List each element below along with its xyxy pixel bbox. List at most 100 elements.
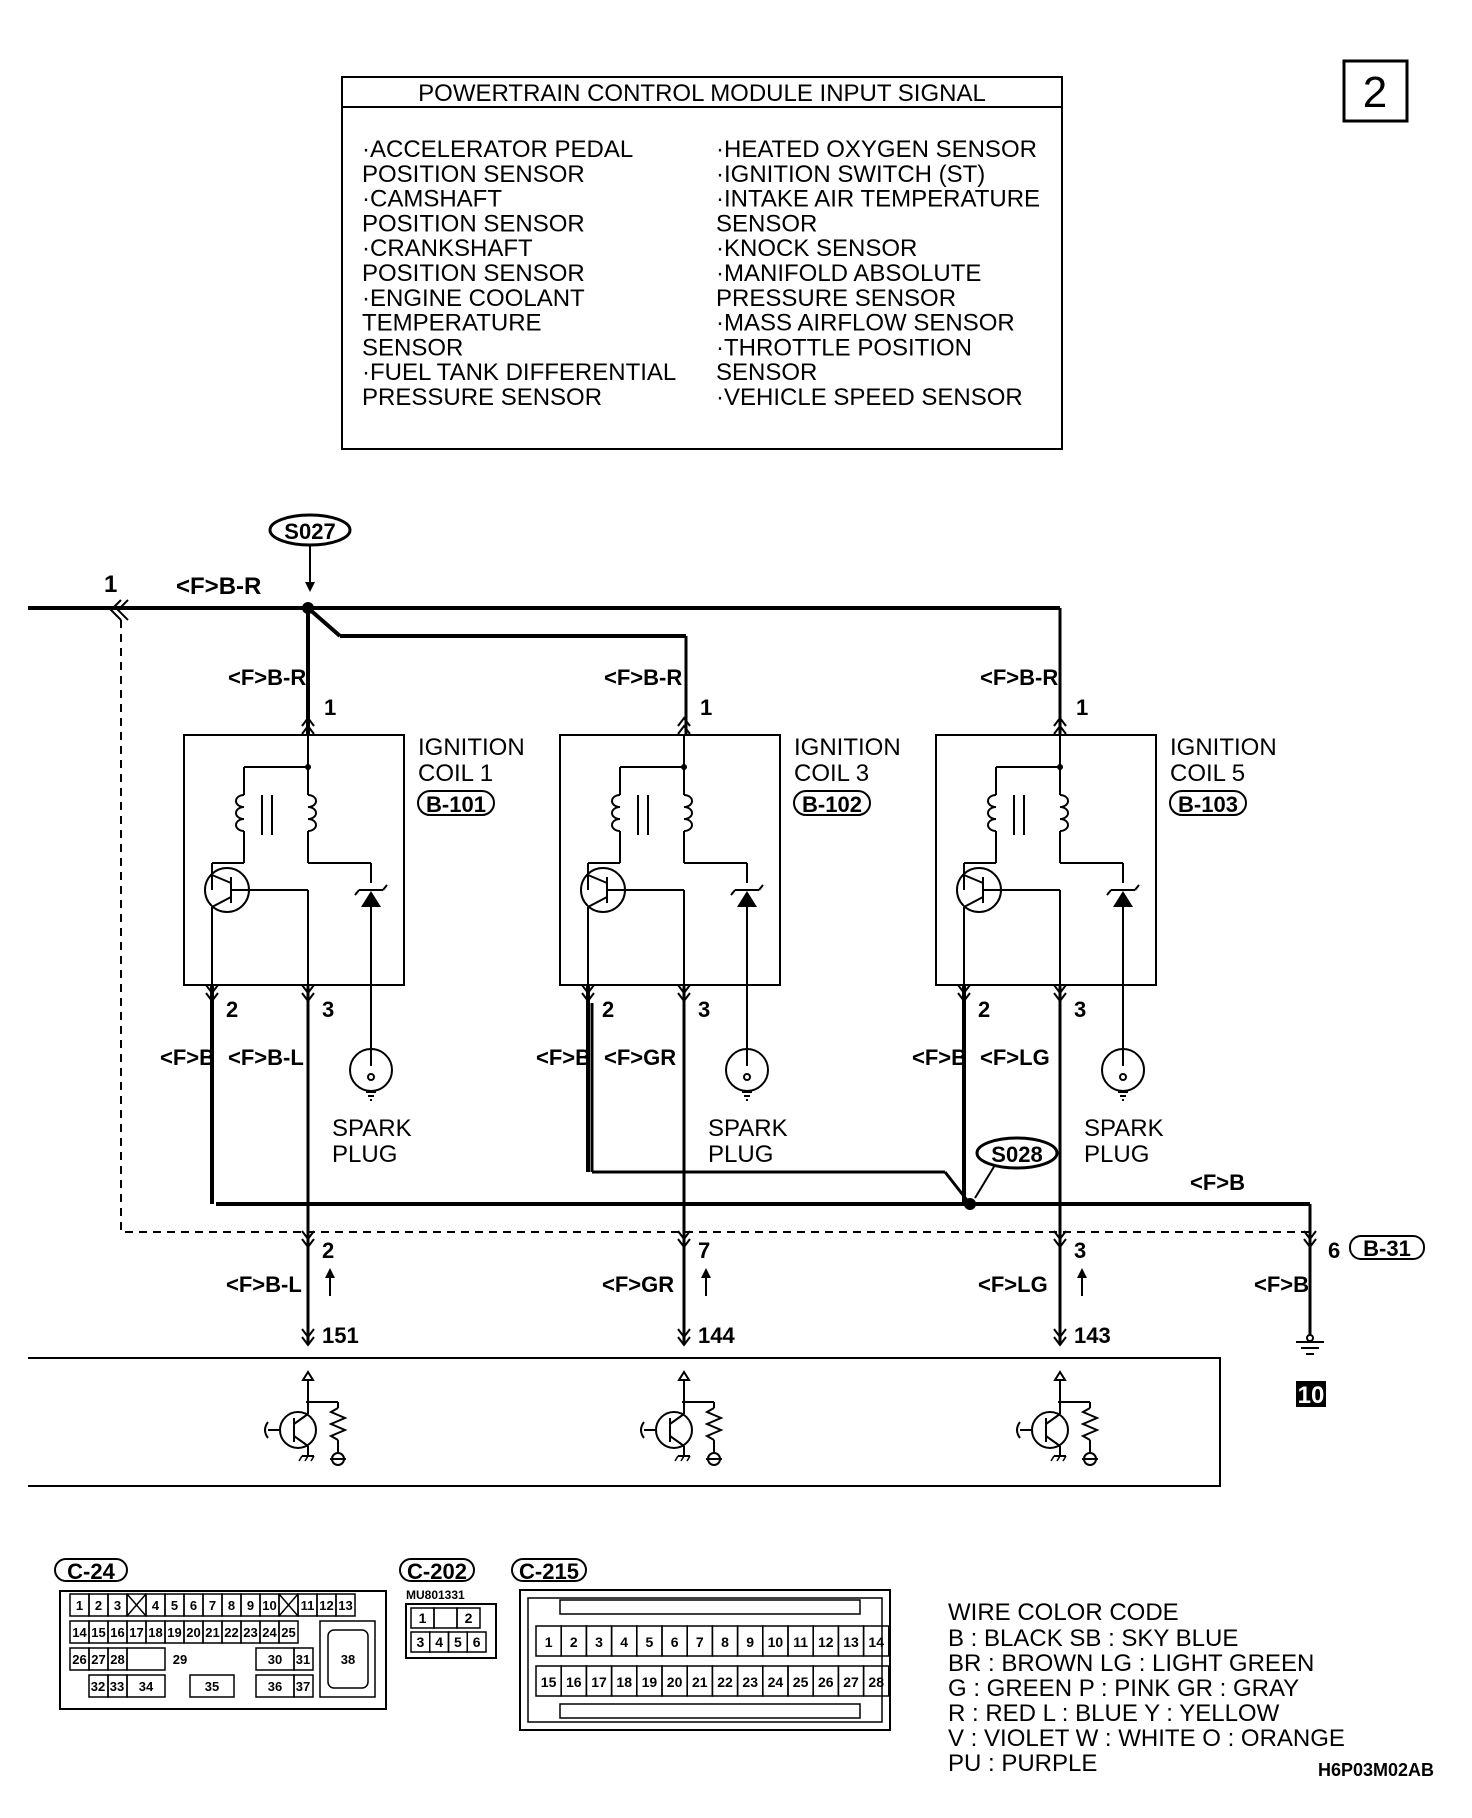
input-signal-left-list: ·ACCELERATOR PEDAL POSITION SENSOR·CAMSH… [362,136,676,411]
c24-label: C-24 [67,1559,115,1584]
c24-pin: 22 [224,1625,238,1640]
input-signal-right-line: ·VEHICLE SPEED SENSOR [716,384,1023,411]
input-signal-right-line: ·IGNITION SWITCH (ST) [716,161,985,188]
input-signal-left-line: POSITION SENSOR [362,161,585,188]
ground-top-wire-label: <F>B [1190,1170,1245,1195]
c215-pin: 2 [570,1634,578,1650]
c24-pin: 36 [268,1679,282,1694]
c24-pin: 38 [341,1652,355,1667]
c215-pin: 22 [717,1674,733,1690]
coil-name-2: COIL 1 [418,760,493,787]
c24-pin: 14 [72,1625,87,1640]
input-signal-right-line: SENSOR [716,210,817,237]
coil-wire-a: <F>B [536,1045,591,1070]
c24-pin: 13 [338,1598,352,1613]
c24-pin: 29 [173,1652,187,1667]
coil-in-wire: <F>B-R [980,665,1058,690]
spark-plug-icon [349,1048,393,1101]
c215-pin: 26 [818,1674,834,1690]
input-signal-left-line: TEMPERATURE [362,310,542,337]
coil-name: IGNITION [418,734,525,761]
pcm-driver-icon [1016,1371,1099,1466]
coil-box [183,734,405,986]
pcm-pin: 151 [322,1323,359,1348]
spark-plug-label-2: PLUG [1084,1141,1149,1168]
c24-pin: 37 [296,1679,310,1694]
c24-pin: 30 [268,1652,282,1667]
input-signal-right-line: SENSOR [716,359,817,386]
coil-in-wire: <F>B-R [228,665,306,690]
c24-pin: 1 [76,1598,83,1613]
c202-pin: 3 [416,1634,424,1650]
c215-pin: 24 [768,1674,784,1690]
c24-cell [335,1593,356,1617]
coil-pin-b: 3 [1074,997,1086,1022]
spark-plug-label-2: PLUG [332,1141,397,1168]
c215-pin: 18 [616,1674,632,1690]
coil-name-2: COIL 3 [794,760,869,787]
c215-pin: 1 [545,1634,553,1650]
ground-bottom-wire-label: <F>B [1254,1272,1309,1297]
color-code-title: WIRE COLOR CODE [948,1599,1179,1626]
c215-pin: 25 [793,1674,809,1690]
coil-wire-a: <F>B [912,1045,967,1070]
c215-pin: 17 [591,1674,607,1690]
input-signal-left-line: PRESSURE SENSOR [362,384,602,411]
c202-part-number: MU801331 [406,1588,465,1602]
c24-cell [278,1620,299,1644]
coil-pin-b: 3 [322,997,334,1022]
input-signal-left-line: ·ENGINE COOLANT [362,285,585,312]
c215-pin: 4 [620,1634,628,1650]
input-signal-right-line: PRESSURE SENSOR [716,285,956,312]
color-code-line: BR : BROWN LG : LIGHT GREEN [948,1650,1314,1677]
coil-in-wire: <F>B-R [604,665,682,690]
c24-pin: 10 [262,1598,276,1613]
c215-pin: 7 [696,1634,704,1650]
input-signal-right-line: ·MASS AIRFLOW SENSOR [716,310,1015,337]
c202-label: C-202 [407,1559,467,1584]
c24-pin: 28 [110,1652,124,1667]
c215-pin: 5 [646,1634,654,1650]
connector-symbol [109,599,129,621]
page-number-box [1342,59,1409,123]
input-signal-title: POWERTRAIN CONTROL MODULE INPUT SIGNAL [418,80,986,107]
spark-plug-label-2: PLUG [708,1141,773,1168]
connector-c215: C-215 1152163174185196207218229231024112… [511,1558,891,1731]
coil-pin-a: 2 [978,997,990,1022]
junction-wire: <F>LG [978,1272,1048,1297]
c24-pin: 11 [301,1598,315,1613]
c215-pin: 28 [868,1674,884,1690]
s027-label: S027 [284,519,335,544]
junction-wire: <F>B-L [226,1272,302,1297]
c215-pin: 11 [793,1634,808,1650]
c24-pin: 9 [247,1598,254,1613]
color-code-line: R : RED L : BLUE Y : YELLOW [948,1700,1280,1727]
c24-pin: 6 [190,1598,197,1613]
coil-connector-badge [793,790,871,816]
coil-box [559,734,781,986]
c215-pin: 19 [642,1674,658,1690]
input-signal-left-line: ·CRANKSHAFT [362,235,533,262]
color-code-line: B : BLACK SB : SKY BLUE [948,1625,1238,1652]
c202-pin: 1 [419,1610,427,1626]
input-signal-right-line: ·INTAKE AIR TEMPERATURE [716,186,1040,213]
s027-junction [302,602,314,614]
coil-pin-in: 1 [1076,695,1088,720]
c215-label: C-215 [519,1559,579,1584]
color-code-line: V : VIOLET W : WHITE O : ORANGE [948,1725,1345,1752]
coil-name-2: COIL 5 [1170,760,1245,787]
c24-pin: 2 [95,1598,102,1613]
c215-pin: 15 [541,1674,557,1690]
input-signal-right-line: ·HEATED OXYGEN SENSOR [716,136,1037,163]
coil-connector: B-103 [1178,792,1238,817]
coil-wire-b: <F>LG [980,1045,1050,1070]
spark-plug-icon [1101,1048,1145,1101]
shield-line [120,620,1310,1233]
color-code-line: PU : PURPLE [948,1750,1097,1777]
coil-pin-a: 2 [226,997,238,1022]
figure-code: H6P03M02AB [1318,1760,1434,1780]
